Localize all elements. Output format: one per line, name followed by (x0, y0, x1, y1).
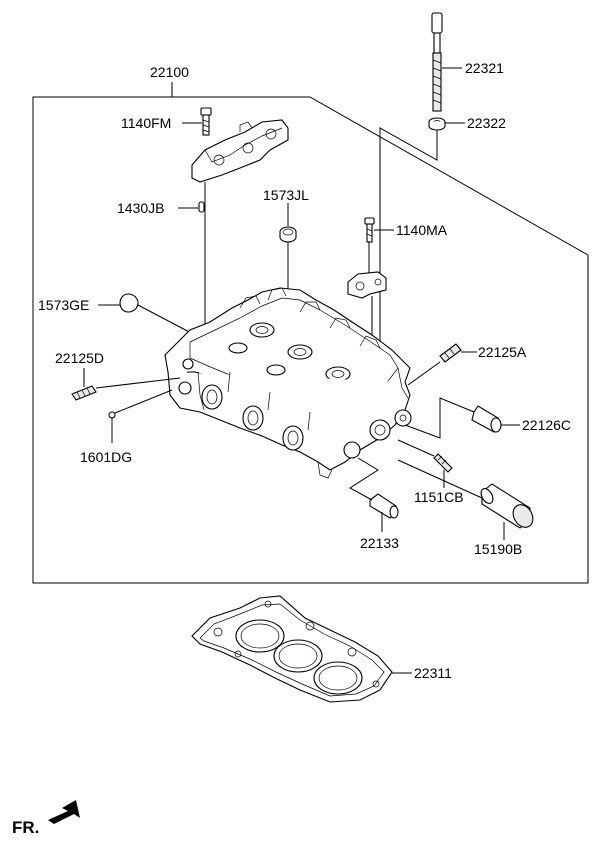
arrow-down-left-icon (48, 800, 80, 824)
label-22126c: 22126C (522, 417, 571, 433)
plug-1573ge-part (119, 293, 139, 313)
head-gasket-part (191, 595, 393, 703)
bolt-1140ma-part (364, 217, 375, 243)
stud-1151cb-part (433, 453, 453, 473)
head-bolt-part (431, 12, 443, 112)
guide-22133-part (369, 493, 399, 519)
label-22133: 22133 (360, 535, 399, 551)
label-22125d: 22125D (55, 350, 104, 366)
label-22311: 22311 (414, 665, 452, 681)
label-1430jb: 1430JB (117, 200, 164, 216)
stud-22125a-part (439, 343, 462, 363)
label-1573ge: 1573GE (38, 297, 89, 313)
cylinder-head-body (164, 287, 412, 479)
label-1601dg: 1601DG (80, 449, 132, 465)
label-22100: 22100 (150, 64, 189, 80)
label-1151cb: 1151CB (414, 489, 464, 505)
pin-1430jb-part (198, 201, 205, 213)
label-1573jl: 1573JL (263, 187, 309, 203)
label-22125a: 22125A (478, 344, 527, 360)
label-1140fm: 1140FM (121, 115, 171, 131)
assembly-frame (32, 96, 589, 584)
plug-1601dg-part (108, 411, 116, 419)
washer-part (428, 117, 446, 131)
small-cam-cap (347, 271, 387, 299)
tappet-15190b-part (480, 483, 534, 529)
bolt-1140fm-part (200, 107, 212, 136)
guide-22126c-part (471, 405, 502, 433)
front-label: FR. (12, 818, 39, 837)
stud-22125d-part (71, 385, 97, 401)
cam-cap-bracket (191, 119, 289, 183)
label-22322: 22322 (467, 115, 506, 131)
label-1140ma: 1140MA (396, 222, 448, 238)
plug-1573jl-part (279, 226, 297, 243)
label-15190b: 15190B (474, 541, 522, 557)
label-22321: 22321 (465, 60, 504, 76)
